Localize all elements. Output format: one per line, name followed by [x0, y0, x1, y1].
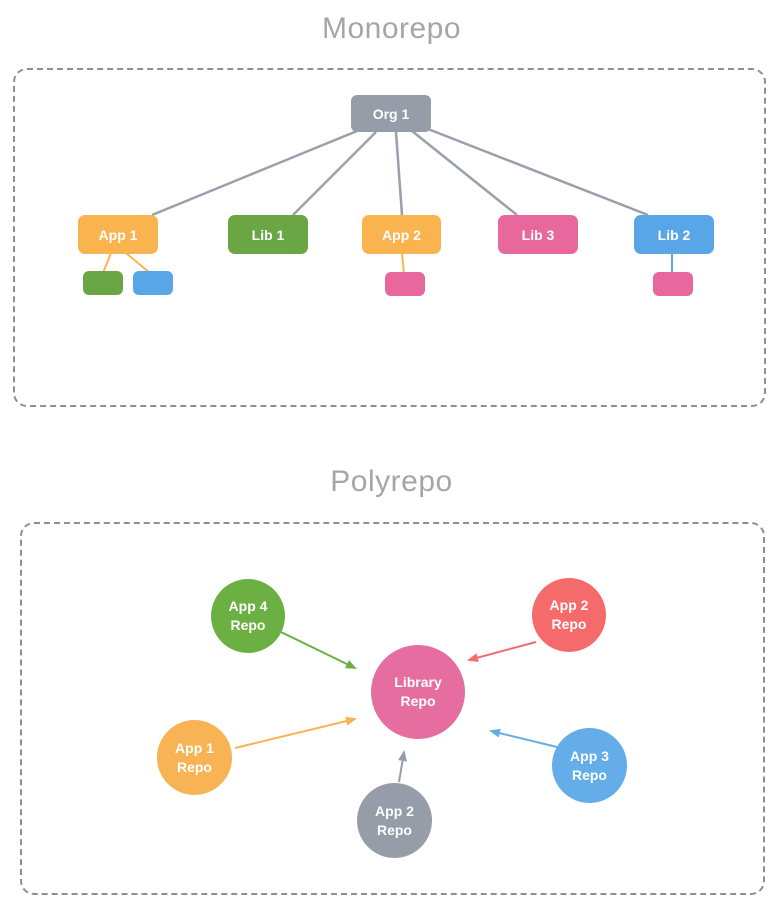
polyrepo-dashed-container — [20, 522, 765, 895]
monorepo-dashed-container — [13, 68, 766, 407]
node-org-1: Org 1 — [351, 95, 431, 132]
circle-app-2-repo-red: App 2 Repo — [532, 578, 606, 652]
node-app-1: App 1 — [78, 215, 158, 254]
edge-org1-lib3 — [411, 130, 518, 216]
node-lib-3-label: Lib 3 — [521, 226, 555, 243]
arrow-app2red-to-library — [467, 641, 537, 663]
arrow-app3-to-library — [489, 728, 558, 748]
circle-app-1-repo: App 1 Repo — [157, 720, 232, 795]
circle-app-3-repo: App 3 Repo — [552, 728, 627, 803]
node-lib-2: Lib 2 — [634, 215, 714, 254]
leaf-app1-green — [83, 271, 123, 295]
node-lib-1-label: Lib 1 — [251, 226, 285, 243]
node-lib-3: Lib 3 — [498, 215, 578, 254]
node-app-2: App 2 — [362, 215, 441, 254]
node-app-2-label: App 2 — [382, 226, 421, 243]
edge-app1-green-child — [102, 252, 112, 274]
edge-app2-pink-child — [401, 252, 405, 275]
arrow-app2gray-to-library — [398, 750, 407, 783]
polyrepo-title: Polyrepo — [330, 465, 453, 498]
node-org-1-label: Org 1 — [372, 105, 410, 122]
node-app-1-label: App 1 — [98, 226, 138, 243]
circle-library-repo-label: Library Repo — [394, 674, 442, 709]
edge-org1-app1 — [151, 129, 358, 217]
circle-app-4-repo-label: App 4 Repo — [228, 598, 268, 633]
circle-app-2-repo-gray-label: App 2 Repo — [375, 802, 414, 838]
arrow-app1-to-library — [234, 716, 357, 749]
circle-library-repo: Library Repo — [371, 645, 465, 739]
edge-app1-blue-child — [125, 252, 151, 274]
node-lib-1: Lib 1 — [228, 215, 308, 254]
circle-app-4-repo: App 4 Repo — [211, 579, 285, 653]
edge-org1-app2 — [394, 131, 404, 216]
leaf-app1-blue — [133, 271, 173, 295]
node-lib-2-label: Lib 2 — [657, 226, 691, 243]
circle-app-2-repo-red-label: App 2 Repo — [549, 597, 589, 632]
monorepo-title: Monorepo — [321, 12, 462, 45]
circle-app-2-repo-gray: App 2 Repo — [357, 783, 432, 858]
leaf-lib2-pink — [653, 272, 693, 296]
circle-app-3-repo-label: App 3 Repo — [570, 747, 609, 783]
leaf-app2-pink — [385, 272, 425, 296]
edge-org1-lib2 — [427, 127, 649, 217]
circle-app-1-repo-label: App 1 Repo — [175, 739, 214, 775]
edge-org1-lib1 — [292, 131, 377, 216]
arrow-app4-to-library — [280, 631, 357, 669]
